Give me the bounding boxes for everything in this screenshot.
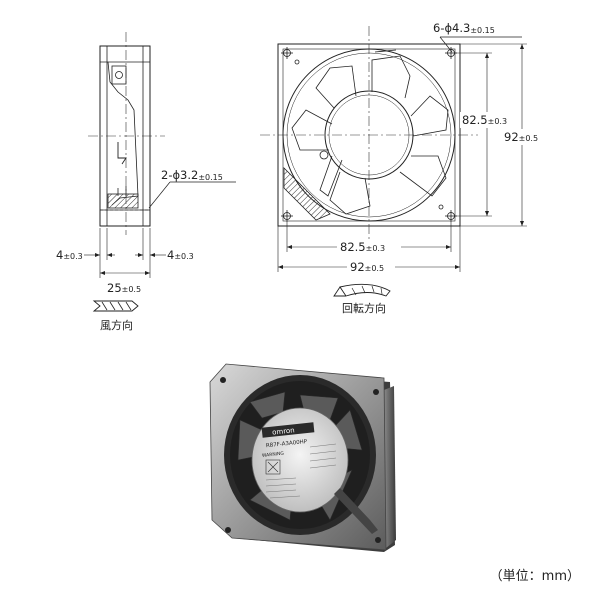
rotation-label: 回転方向 [342,301,386,315]
airflow-label: 風方向 [100,318,133,332]
side-flange-left [99,45,108,227]
fan-product-photo: omron R87F-A3A00HP WARNING [209,363,396,552]
airflow-arrow-icon [92,300,139,312]
side-arrow-mark [117,142,127,165]
front-venturi [282,48,456,222]
side-dim-right: 4±0.3 [167,248,194,262]
rotation-arrow-icon [333,283,391,297]
side-flange-right [142,45,151,227]
front-hub [324,90,414,180]
unit-note: （単位：mm） [489,569,580,584]
side-dim-left: 4±0.3 [56,248,83,262]
front-mounting-holes [281,47,457,222]
side-terminal-hatch [107,193,139,209]
front-terminal-hatch [283,167,331,221]
front-hole-leader [439,36,453,53]
front-dim-outer-h: 92±0.5 [350,260,384,274]
photo-warning-icon [265,459,281,475]
side-hole-leader [148,181,171,209]
front-dim-pitch-v: 82.5±0.3 [462,113,507,127]
side-view: 2-ϕ3.2±0.15 4±0.3 4±0.3 25±0.5 風方向 [56,32,236,332]
front-dim-outer-v: 92±0.5 [504,130,538,144]
photo-hole-icon [220,377,226,383]
front-dim-pitch-h: 82.5±0.3 [340,240,385,254]
side-dim-depth: 25±0.5 [107,281,141,295]
side-hole-note: 2-ϕ3.2±0.15 [161,168,223,182]
side-hole [115,71,123,79]
photo-warning: WARNING [262,451,285,459]
front-view: 6-ϕ4.3±0.15 82.5±0.3 92±0.5 82.5±0.3 92±… [260,21,546,315]
front-hole-note: 6-ϕ4.3±0.15 [433,21,495,35]
photo-brand: omron [272,426,295,436]
photo-model: R87F-A3A00HP [266,439,308,449]
side-hub-profile [107,61,139,206]
front-blades [291,49,449,215]
